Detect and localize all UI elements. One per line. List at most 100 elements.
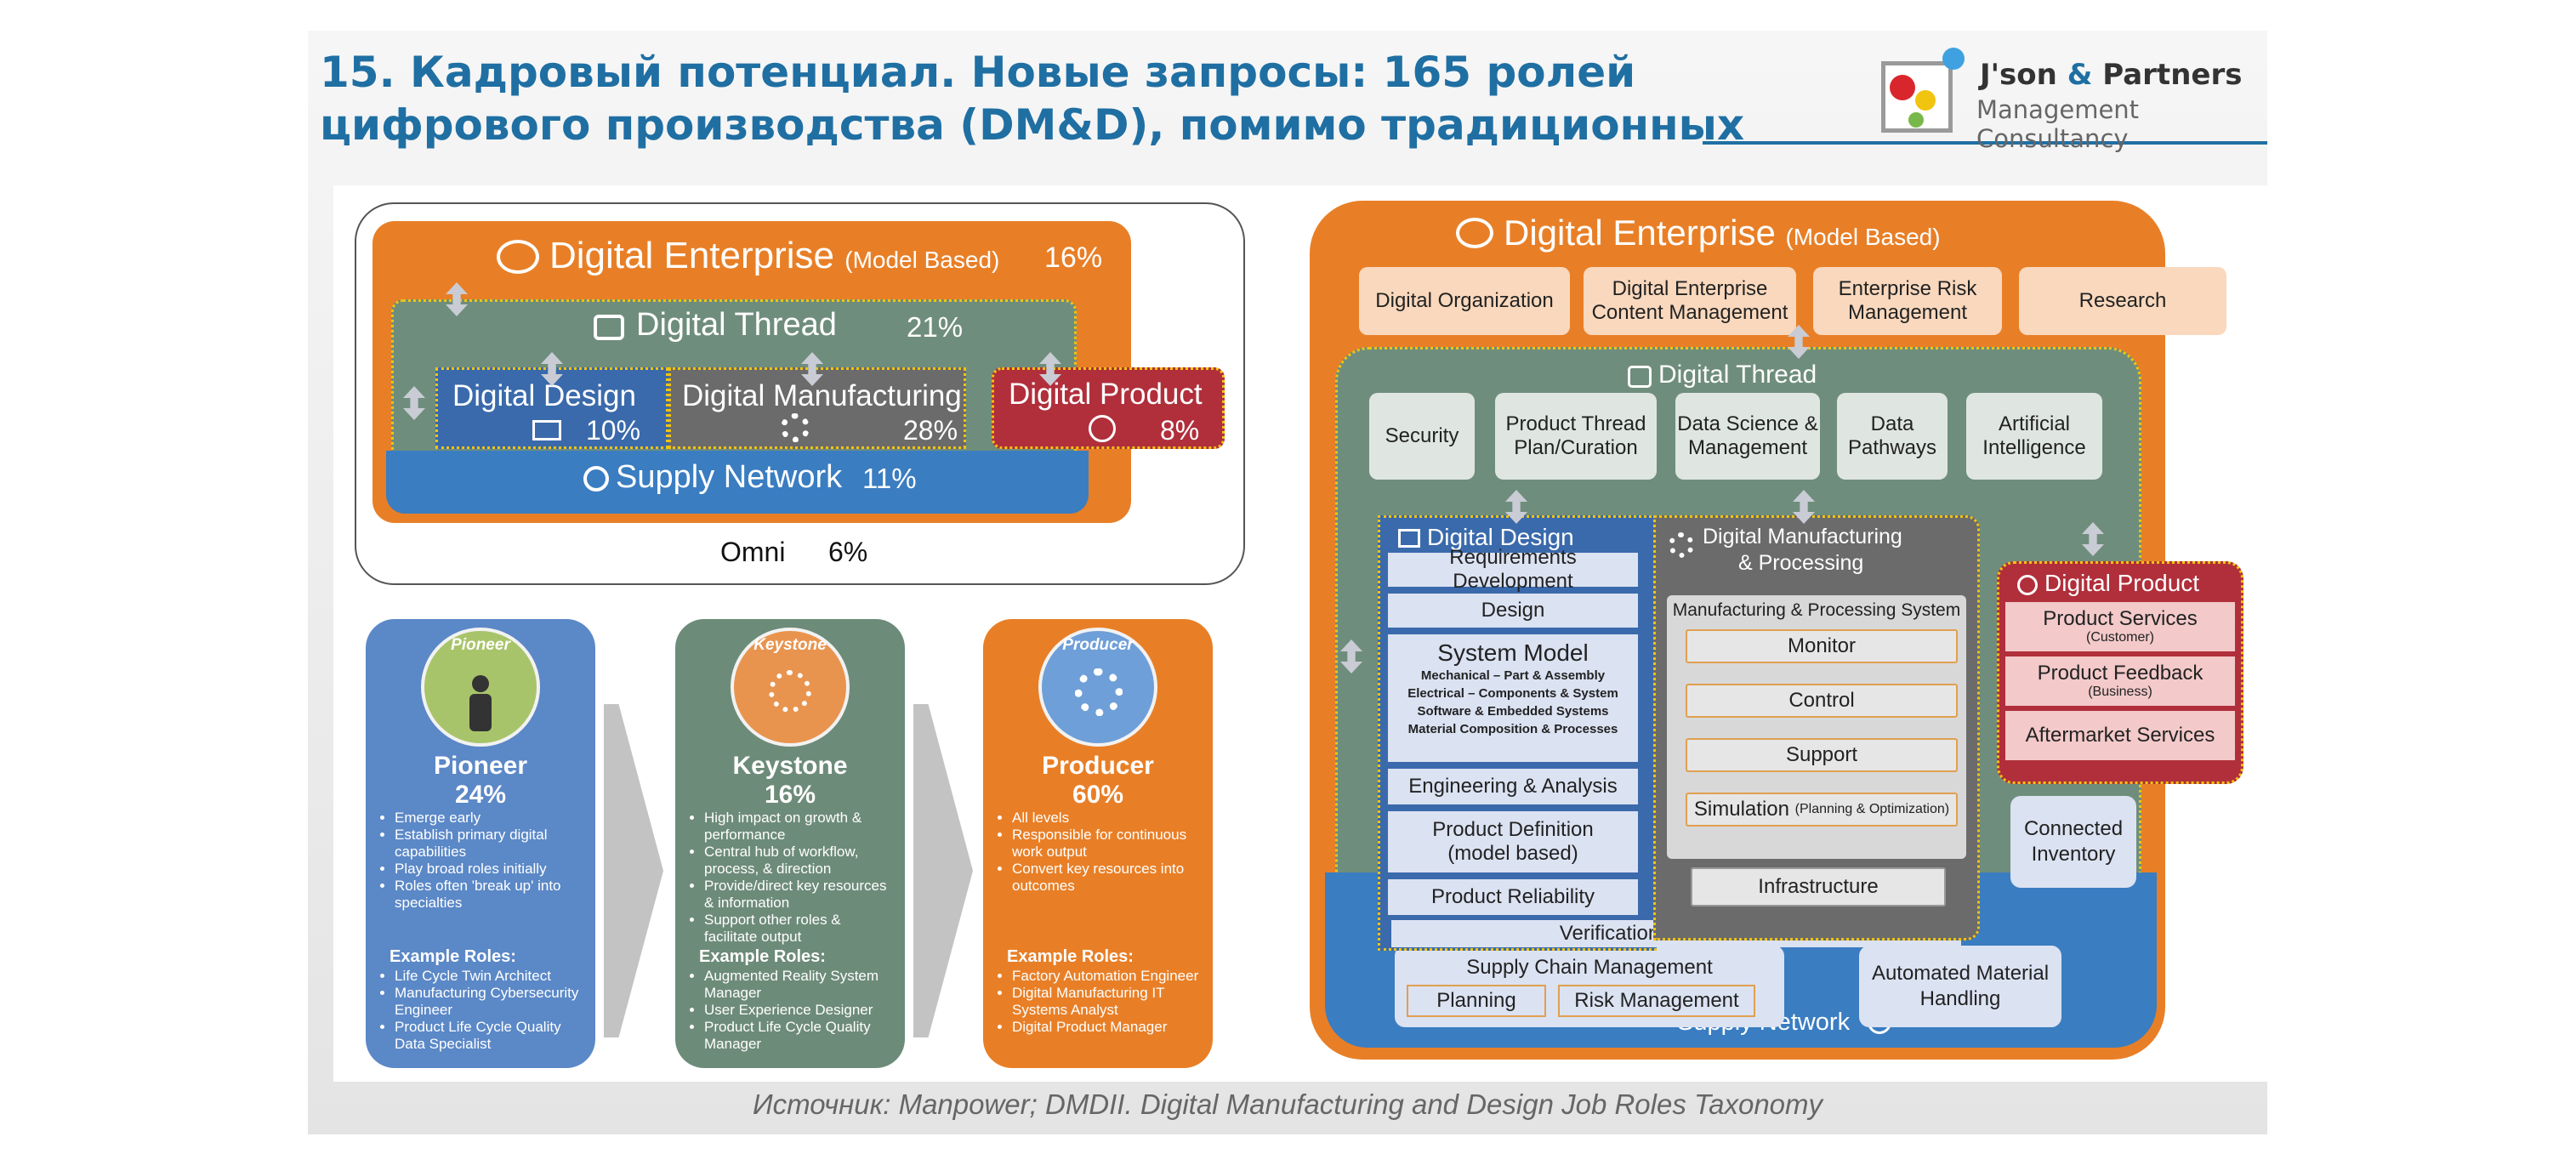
page-title: 15. Кадровый потенциал. Новые запросы: 1… bbox=[320, 46, 1766, 151]
list-item: Factory Automation Engineer bbox=[1012, 968, 1203, 985]
title-underline bbox=[1703, 141, 2267, 145]
list-item: Roles often 'break up' into specialties bbox=[395, 878, 585, 912]
gear-icon bbox=[781, 413, 810, 442]
list-item: Central hub of workflow, process, & dire… bbox=[704, 844, 895, 878]
producer-pct: 60% bbox=[1072, 781, 1124, 809]
product-definition-box: Product Definition (model based) bbox=[1388, 811, 1638, 872]
chat-icon bbox=[497, 240, 539, 274]
r-digital-enterprise-label: Digital Enterprise (Model Based) bbox=[1504, 213, 1941, 253]
list-item: High impact on growth & performance bbox=[704, 810, 895, 844]
clock-icon bbox=[2017, 575, 2038, 595]
design-box: Design bbox=[1388, 594, 1638, 628]
digital-enterprise-pct: 16% bbox=[1044, 242, 1103, 274]
r-dm-title-line-1: Digital Manufacturing bbox=[1703, 525, 1902, 548]
monitor-box: Monitor bbox=[1686, 629, 1958, 663]
thread-icon bbox=[1628, 366, 1652, 388]
pioneer-badge-label: Pioneer bbox=[451, 636, 510, 654]
keystone-bullets: High impact on growth & performance Cent… bbox=[687, 810, 895, 946]
digital-manufacturing-label: Digital Manufacturing bbox=[682, 379, 962, 412]
data-pathways-box: Data Pathways bbox=[1837, 393, 1948, 480]
logo-blue-ball bbox=[1942, 48, 1965, 70]
system-model-line: Material Composition & Processes bbox=[1407, 722, 1618, 736]
risk-management-box: Enterprise Risk Management bbox=[1813, 267, 2002, 335]
gear-icon bbox=[1669, 532, 1694, 558]
list-item: Product Life Cycle Quality Data Speciali… bbox=[395, 1019, 585, 1053]
keystone-roles-heading: Example Roles: bbox=[699, 947, 826, 966]
content-management-box: Digital Enterprise Content Management bbox=[1584, 267, 1796, 335]
supply-network-pct: 11% bbox=[862, 463, 917, 494]
producer-title: Producer bbox=[1042, 752, 1154, 780]
product-reliability-box: Product Reliability bbox=[1388, 879, 1638, 915]
list-item: Provide/direct key resources & informati… bbox=[704, 878, 895, 912]
list-item: Play broad roles initially bbox=[395, 861, 585, 878]
pioneer-title: Pioneer bbox=[433, 752, 528, 780]
producer-roles: Factory Automation Engineer Digital Manu… bbox=[995, 968, 1203, 1036]
digital-organization-box: Digital Organization bbox=[1359, 267, 1570, 335]
connected-inventory-box: Connected Inventory bbox=[2010, 796, 2136, 888]
product-services-box: Product Services(Customer) bbox=[2005, 602, 2235, 651]
digital-design-label: Digital Design bbox=[452, 379, 636, 412]
digital-manufacturing-pct: 28% bbox=[903, 415, 958, 446]
simulation-box: Simulation (Planning & Optimization) bbox=[1686, 793, 1958, 827]
requirements-box: Requirements Development bbox=[1388, 546, 1638, 593]
list-item: User Experience Designer bbox=[704, 1002, 895, 1019]
control-box: Control bbox=[1686, 684, 1958, 718]
list-item: Convert key resources into outcomes bbox=[1012, 861, 1203, 895]
laptop-icon bbox=[532, 420, 561, 440]
network-icon bbox=[769, 670, 811, 713]
research-box: Research bbox=[2019, 267, 2226, 335]
security-box: Security bbox=[1369, 393, 1475, 480]
producer-bullets: All levels Responsible for continuous wo… bbox=[995, 810, 1203, 895]
title-line-2: цифрового производства (DM&D), помимо тр… bbox=[320, 100, 1745, 150]
product-thread-box: Product Thread Plan/Curation bbox=[1495, 393, 1657, 480]
list-item: Digital Product Manager bbox=[1012, 1019, 1203, 1036]
r-dm-title-line-2: & Processing bbox=[1738, 551, 1864, 575]
list-item: Manufacturing Cybersecurity Engineer bbox=[395, 985, 585, 1019]
pioneer-bullets: Emerge early Establish primary digital c… bbox=[378, 810, 585, 912]
title-line-1: 15. Кадровый потенциал. Новые запросы: 1… bbox=[320, 48, 1636, 97]
automated-material-box: Automated Material Handling bbox=[1859, 946, 2061, 1027]
supply-network-box bbox=[386, 451, 1089, 514]
pioneer-roles: Life Cycle Twin Architect Manufacturing … bbox=[378, 968, 585, 1053]
list-item: Augmented Reality System Manager bbox=[704, 968, 895, 1002]
brand-name: J'son & Partners bbox=[1980, 58, 2243, 92]
producer-badge-label: Producer bbox=[1062, 636, 1134, 654]
support-box: Support bbox=[1686, 738, 1958, 772]
keystone-pct: 16% bbox=[764, 781, 816, 809]
keystone-title: Keystone bbox=[732, 752, 848, 780]
planning-box: Planning bbox=[1407, 985, 1546, 1017]
manufacturing-system-title: Manufacturing & Processing System bbox=[1672, 600, 1961, 620]
engineering-box: Engineering & Analysis bbox=[1388, 769, 1638, 804]
list-item: Product Life Cycle Quality Manager bbox=[704, 1019, 895, 1053]
aftermarket-box: Aftermarket Services bbox=[2005, 711, 2235, 760]
digital-design-pct: 10% bbox=[586, 415, 641, 446]
system-model-title: System Model bbox=[1437, 639, 1589, 666]
clock-icon bbox=[1089, 415, 1116, 442]
person-icon bbox=[472, 675, 489, 692]
omni-label: Omni bbox=[720, 537, 786, 567]
product-feedback-box: Product Feedback(Business) bbox=[2005, 656, 2235, 706]
data-science-box: Data Science & Management bbox=[1675, 393, 1820, 480]
system-model-line: Software & Embedded Systems bbox=[1417, 704, 1609, 719]
pioneer-pct: 24% bbox=[454, 781, 507, 809]
pioneer-roles-heading: Example Roles: bbox=[390, 947, 516, 966]
digital-product-label: Digital Product bbox=[1009, 378, 1203, 411]
logo-yellow-ball bbox=[1915, 90, 1936, 111]
brand-subtitle: Management Consultancy bbox=[1976, 95, 2140, 153]
r-digital-design-label: Digital Design bbox=[1427, 524, 1574, 550]
list-item: Responsible for continuous work output bbox=[1012, 827, 1203, 861]
person-body-icon bbox=[469, 694, 492, 731]
system-model-box: System Model Mechanical – Part & Assembl… bbox=[1388, 634, 1638, 762]
keystone-roles: Augmented Reality System Manager User Ex… bbox=[687, 968, 895, 1053]
thread-icon bbox=[594, 315, 624, 340]
risk-box: Risk Management bbox=[1558, 985, 1755, 1017]
system-model-line: Electrical – Components & System bbox=[1407, 686, 1618, 701]
list-item: Emerge early bbox=[395, 810, 585, 827]
slide: 15. Кадровый потенциал. Новые запросы: 1… bbox=[308, 31, 2267, 1134]
laptop-icon bbox=[1398, 529, 1420, 548]
keystone-badge-label: Keystone bbox=[753, 636, 827, 654]
list-item: Life Cycle Twin Architect bbox=[395, 968, 585, 985]
omni-pct: 6% bbox=[828, 537, 868, 567]
digital-manufacturing-box bbox=[668, 367, 966, 449]
list-item: Digital Manufacturing IT Systems Analyst bbox=[1012, 985, 1203, 1019]
